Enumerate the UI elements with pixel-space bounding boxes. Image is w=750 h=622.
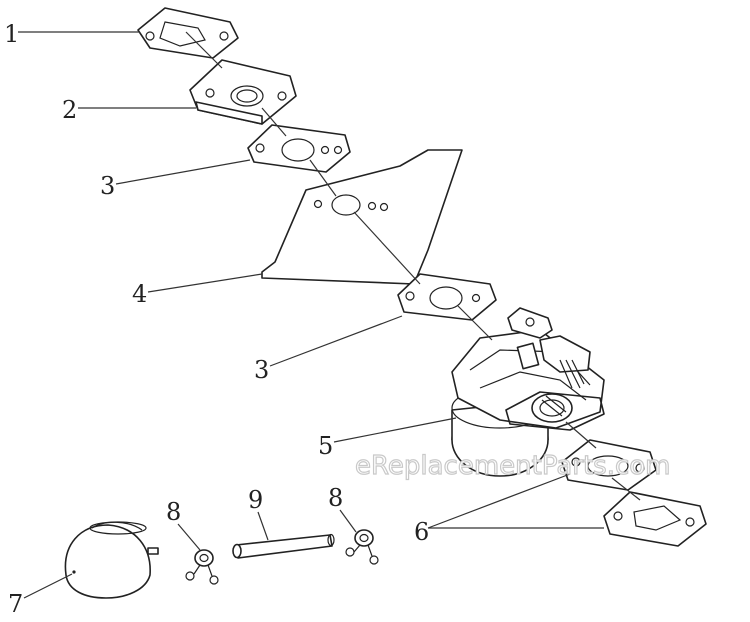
part-6-gasket-a[interactable] xyxy=(561,439,657,491)
part-9-fuel-hose[interactable] xyxy=(232,533,335,559)
callout-6: 6 xyxy=(414,518,429,546)
alignment-lines xyxy=(185,31,641,501)
part-8-clamp-left[interactable] xyxy=(185,549,219,585)
callout-5: 5 xyxy=(318,432,333,460)
callout-8-left: 8 xyxy=(166,498,181,526)
part-5-carburetor[interactable] xyxy=(451,307,605,477)
callout-8-right: 8 xyxy=(328,484,343,512)
callout-numbers: 1 2 3 4 3 5 6 7 8 9 8 xyxy=(4,20,429,618)
part-8-clamp-right[interactable] xyxy=(345,529,379,565)
part-2-spacer[interactable] xyxy=(189,59,297,125)
part-6-gasket-b[interactable] xyxy=(603,491,707,547)
callout-3-lower: 3 xyxy=(254,356,269,384)
part-4-heat-shield[interactable] xyxy=(261,149,463,285)
part-7-primer-bulb[interactable] xyxy=(64,521,159,599)
part-1-gasket[interactable] xyxy=(137,7,239,59)
callout-2: 2 xyxy=(62,96,77,124)
part-3-gasket-lower[interactable] xyxy=(397,273,497,321)
callout-4: 4 xyxy=(132,280,147,308)
part-3-gasket-upper[interactable] xyxy=(247,124,351,173)
callout-1: 1 xyxy=(4,20,19,48)
callout-9: 9 xyxy=(248,486,263,514)
watermark-text: eReplacementParts.com xyxy=(355,451,671,481)
callout-3-upper: 3 xyxy=(100,172,115,200)
callout-7: 7 xyxy=(8,590,23,618)
callout-leaders xyxy=(18,31,604,599)
